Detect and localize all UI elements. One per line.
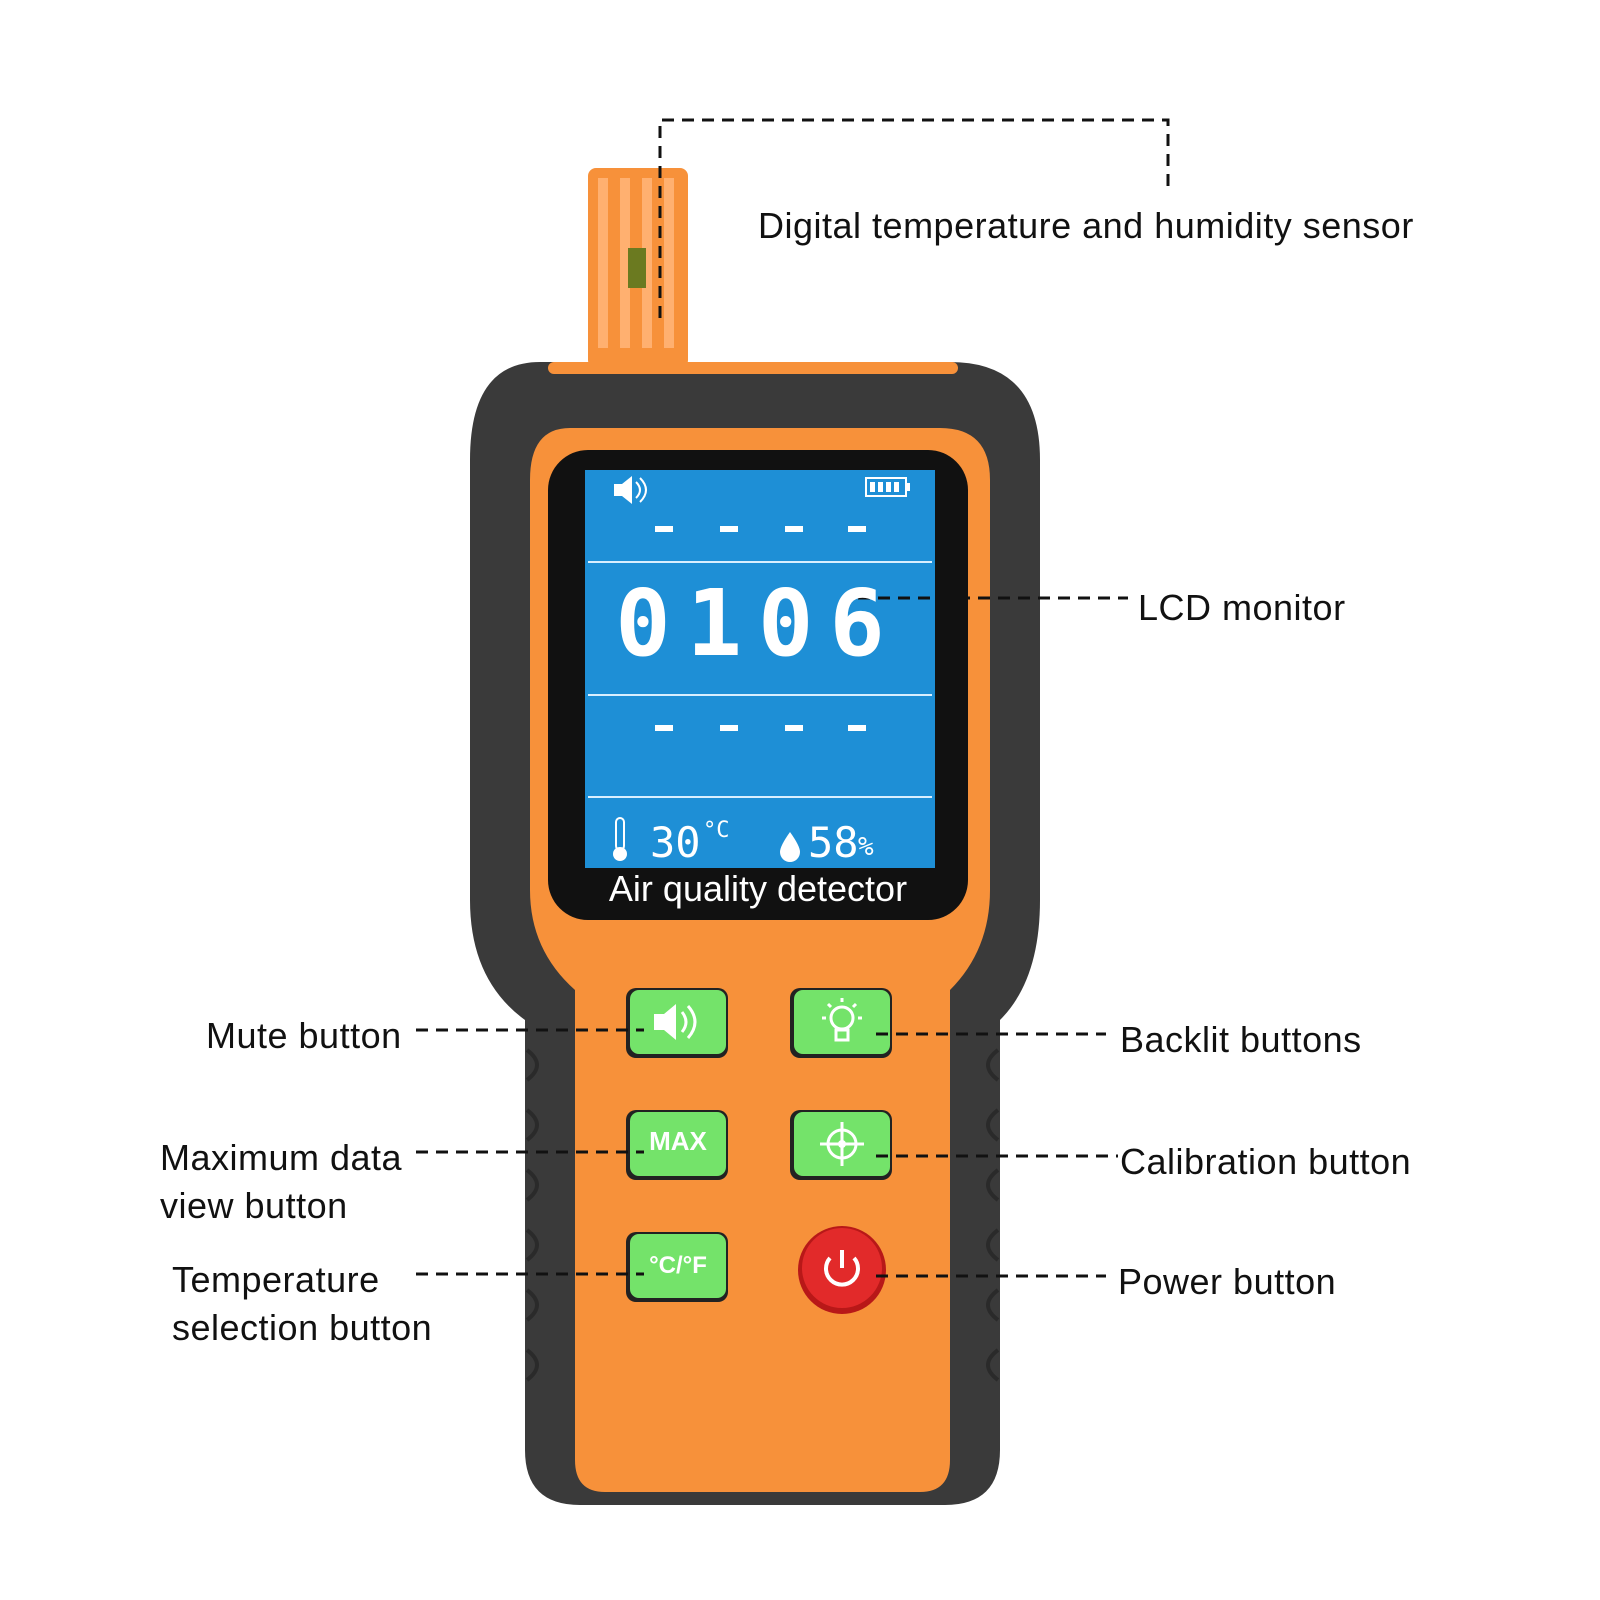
callout-max-button: Maximum data view button: [160, 1134, 402, 1230]
mute-button-shape: [626, 988, 728, 1058]
max-button-label: MAX: [649, 1126, 707, 1156]
callout-max-line2: view button: [160, 1185, 348, 1226]
callout-max-line1: Maximum data: [160, 1137, 403, 1178]
lcd-humidity: 58: [808, 818, 859, 867]
grip-ridges: [525, 1048, 1000, 1382]
lcd-bottom-dashes: [655, 725, 866, 731]
device-model-label: Air quality detector: [608, 868, 908, 909]
callout-calibration-button: Calibration button: [1120, 1141, 1412, 1182]
callout-temperature-button: Temperature selection button: [172, 1256, 432, 1352]
callout-temp-line1: Temperature: [172, 1259, 380, 1300]
backlit-button-shape: [790, 988, 892, 1058]
leader-lines: [416, 118, 1170, 1278]
lcd-main-reading: 0106: [615, 570, 901, 677]
lcd-temperature-unit: °C: [703, 818, 730, 843]
max-button-shape: [626, 1110, 728, 1180]
temp-unit-button-shape: [626, 1232, 728, 1302]
temp-unit-button-label: °C/°F: [649, 1252, 707, 1279]
calibration-button-shape: [790, 1110, 892, 1180]
lcd-humidity-unit: %: [858, 832, 874, 862]
battery-icon: [865, 477, 910, 497]
thermometer-icon: [613, 817, 627, 861]
callout-lcd-monitor: LCD monitor: [1138, 587, 1346, 628]
lcd-top-dashes: [655, 526, 866, 532]
water-drop-icon: [780, 832, 800, 862]
callout-temp-line2: selection button: [172, 1307, 433, 1348]
lcd-temperature: 30: [650, 818, 701, 867]
callout-sensor: Digital temperature and humidity sensor: [758, 205, 1414, 246]
callout-power-button: Power button: [1118, 1261, 1337, 1302]
sensor-probe: [588, 168, 688, 368]
lcd-screen: [585, 470, 935, 868]
callout-backlit-buttons: Backlit buttons: [1120, 1019, 1362, 1060]
speaker-icon: [614, 476, 647, 504]
callout-mute-button: Mute button: [206, 1015, 402, 1056]
power-button-shape: [798, 1226, 886, 1314]
